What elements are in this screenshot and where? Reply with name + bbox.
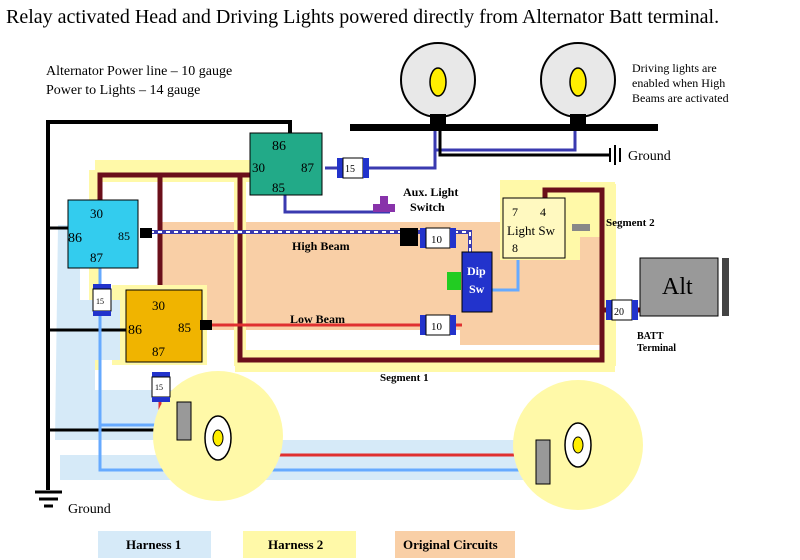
high-beam-label: High Beam — [292, 239, 350, 253]
fuse-aux — [420, 227, 456, 249]
dip-switch — [461, 251, 493, 313]
driving-light-right — [540, 42, 616, 124]
relay-low-85-connector — [200, 320, 212, 330]
fuse-driving — [337, 157, 369, 179]
dip-switch-label-1: Dip — [467, 264, 486, 278]
high-beam-connector — [400, 228, 418, 246]
light-switch-label: Light Sw — [507, 223, 556, 238]
headlight-left — [153, 371, 283, 501]
fuse-left — [92, 284, 112, 316]
note-driving-1: Driving lights are — [632, 61, 717, 75]
aux-switch-label-1: Aux. Light — [403, 185, 458, 199]
fuse-batt — [606, 299, 638, 321]
fuse-batt-label: 20 — [614, 307, 624, 318]
lightsw-dipsw-wire — [492, 260, 520, 292]
driving-light-left — [400, 42, 476, 124]
relay-high-85: 85 — [118, 229, 130, 243]
black-wire-top — [46, 120, 292, 490]
ground-top-label: Ground — [628, 149, 671, 164]
light-switch-4: 4 — [540, 205, 546, 219]
fuse-aux-label: 10 — [431, 234, 443, 246]
maroon-wire-main — [97, 172, 250, 205]
batt-label-2: Terminal — [637, 343, 676, 354]
harness1-patch — [60, 455, 555, 480]
alternator-pulley — [722, 258, 729, 316]
light-switch — [502, 197, 566, 259]
note-light-power: Power to Lights – 14 gauge — [46, 83, 200, 98]
ground-bottom-symbol — [35, 490, 62, 508]
headlight-right — [513, 380, 643, 510]
relay-low-30: 30 — [152, 298, 165, 313]
legend-harness2-label: Harness 2 — [268, 537, 323, 552]
harness1-wire-blue — [98, 260, 540, 472]
relay-high-86: 86 — [68, 231, 82, 246]
aux-light-switch — [373, 196, 395, 212]
relay-low — [125, 289, 203, 363]
aux-switch-label-2: Switch — [410, 200, 445, 214]
fuse-low — [420, 314, 456, 336]
fuse-low-relay — [151, 372, 171, 402]
segment2-label: Segment 2 — [606, 217, 655, 229]
batt-label-1: BATT — [637, 331, 664, 342]
relay-low-87: 87 — [152, 344, 166, 359]
legend-harness2-box — [243, 531, 356, 558]
note-driving-2: enabled when High — [632, 76, 725, 90]
headlight-right-connector — [535, 439, 551, 485]
alt-label: Alt — [662, 274, 693, 300]
relay-driving-87: 87 — [301, 160, 315, 175]
relay-high-85-connector — [140, 228, 152, 238]
light-switch-7: 7 — [512, 205, 518, 219]
relay-driving — [249, 132, 323, 196]
relay-driving-86: 86 — [272, 139, 286, 154]
low-beam-label: Low Beam — [290, 312, 345, 326]
relay-driving-85: 85 — [272, 180, 285, 195]
dip-switch-label-2: Sw — [469, 282, 485, 296]
legend-harness1-box — [98, 531, 211, 558]
legend-original-box — [395, 531, 515, 558]
note-driving-3: Beams are activated — [632, 91, 729, 105]
headlight-left-connector — [176, 401, 192, 441]
alternator — [639, 257, 719, 317]
fuse-left-label: 15 — [96, 297, 104, 306]
ground-top-symbol — [609, 145, 621, 165]
blue-wire-aux — [283, 195, 390, 214]
high-beam-wire-dash — [150, 231, 471, 255]
light-switch-8: 8 — [512, 241, 518, 255]
dip-switch-green-tab — [447, 272, 461, 290]
relay-high-30: 30 — [90, 206, 103, 221]
note-alt-power: Alternator Power line – 10 gauge — [46, 64, 232, 79]
light-switch-tab — [572, 224, 590, 231]
relay-low-86: 86 — [128, 323, 142, 338]
harness2-patch-top — [95, 160, 255, 182]
fuse-driving-label: 15 — [345, 164, 355, 175]
legend-original-label: Original Circuits — [403, 537, 498, 552]
fuse-low-label: 10 — [431, 321, 443, 333]
relay-low-85: 85 — [178, 320, 191, 335]
segment1-label: Segment 1 — [380, 372, 429, 384]
legend-harness1-label: Harness 1 — [126, 537, 181, 552]
relay-high — [67, 199, 139, 269]
diagram-title: Relay activated Head and Driving Lights … — [6, 6, 719, 28]
driving-light-bar — [350, 124, 658, 131]
ground-bottom-label: Ground — [68, 502, 111, 517]
fuse-low-relay-label: 15 — [155, 383, 163, 392]
relay-driving-30: 30 — [252, 160, 265, 175]
maroon-wire-right — [237, 175, 605, 363]
relay-high-87: 87 — [90, 250, 104, 265]
